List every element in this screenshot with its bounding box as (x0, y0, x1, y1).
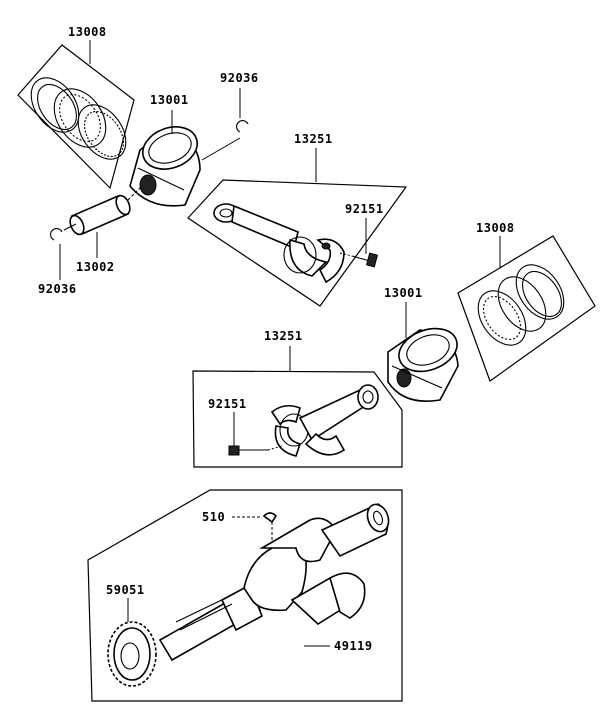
ring-set-box-right (457, 235, 596, 382)
label-ring-set-upper: 13008 (68, 25, 107, 39)
crankshaft[interactable] (158, 501, 392, 662)
rod-bolt-upper[interactable] (351, 252, 379, 268)
piston-ring-set-right[interactable] (468, 256, 573, 354)
woodruff-key[interactable] (262, 512, 278, 524)
label-key: 510 (202, 510, 225, 524)
rod-box-upper (187, 179, 408, 307)
rod-bolt-mid[interactable] (228, 445, 268, 456)
piston-upper[interactable] (129, 120, 203, 207)
crankshaft-gear[interactable] (107, 621, 157, 687)
connecting-rod-upper[interactable] (213, 203, 345, 284)
label-gear: 59051 (106, 583, 145, 597)
piston-right[interactable] (387, 321, 463, 402)
rod-box-mid (192, 370, 403, 468)
piston-pin[interactable] (67, 193, 132, 236)
label-piston-pin: 13002 (76, 260, 115, 274)
piston-pin-clip-left[interactable] (50, 228, 63, 241)
label-bolt-mid: 92151 (208, 397, 247, 411)
label-rod-upper: 13251 (294, 132, 333, 146)
label-bolt-upper: 92151 (345, 202, 384, 216)
connecting-rod-mid[interactable] (270, 384, 379, 457)
piston-ring-set-upper[interactable] (17, 44, 136, 190)
label-piston-right: 13001 (384, 286, 423, 300)
piston-pin-clip-right[interactable] (236, 120, 249, 133)
crankshaft-box (87, 489, 403, 702)
ring-set-box-upper (17, 44, 135, 190)
label-rod-mid: 13251 (264, 329, 303, 343)
label-ring-set-right: 13008 (476, 221, 515, 235)
label-clip-left: 92036 (38, 282, 77, 296)
label-piston-upper: 13001 (150, 93, 189, 107)
label-crankshaft: 49119 (334, 639, 373, 653)
label-clip-right: 92036 (220, 71, 259, 85)
